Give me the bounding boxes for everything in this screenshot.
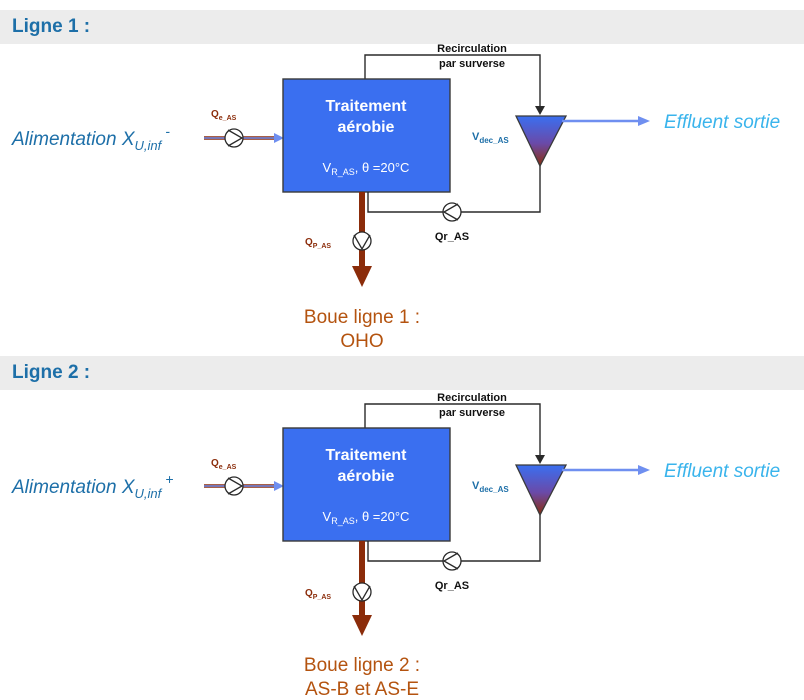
line1-reactor-title-1: Traitement <box>326 98 408 115</box>
line1-effluent-arrowhead <box>638 116 650 126</box>
line2-reactor-params: VR_AS, θ =20°C <box>323 509 410 526</box>
line1-boue-label-1: Boue ligne 1 : <box>304 307 420 328</box>
line1-effluent-label: Effluent sortie <box>664 112 780 133</box>
line2-recirc-label-1: Recirculation <box>437 392 507 404</box>
line1-qe-label: Qe_AS <box>211 109 237 122</box>
line2-feed-label: Alimentation XU,inf+ <box>11 471 173 501</box>
line2-effluent-label: Effluent sortie <box>664 461 780 482</box>
line2-boue-label-2: AS-B et AS-E <box>305 679 419 700</box>
line1-qr-label: Qr_AS <box>435 231 469 243</box>
line1-vdec-label: Vdec_AS <box>472 131 509 145</box>
line1-boue-label-2: OHO <box>340 331 383 352</box>
line2-reactor-title-2: aérobie <box>338 468 395 485</box>
line1-header: Ligne 1 : <box>12 16 91 37</box>
line2-header-bar: Ligne 2 : <box>0 356 804 390</box>
line2-qr-label: Qr_AS <box>435 580 469 592</box>
line2-reactor-title-1: Traitement <box>326 447 408 464</box>
line2-purge-arrowhead <box>352 615 372 636</box>
line1-feed-pump-icon <box>224 128 244 148</box>
line2-header: Ligne 2 : <box>12 362 91 383</box>
line1-return-pump-icon <box>442 202 462 222</box>
line1-recirc-arrowhead <box>535 106 545 115</box>
line1-feed-arrowhead <box>274 133 284 143</box>
line1-feed-label: Alimentation XU,inf- <box>11 123 170 153</box>
line2-recirc-overflow-line <box>364 403 541 458</box>
line2-qp-label: QP_AS <box>305 588 331 601</box>
line2-vdec-label: Vdec_AS <box>472 480 509 494</box>
line2-qe-label: Qe_AS <box>211 458 237 471</box>
line2-settler-cone <box>514 464 568 517</box>
line1-reactor <box>282 78 451 193</box>
line1-recirc-label-1: Recirculation <box>437 43 507 55</box>
line1-diagram: Recirculation par surverse Alimentation … <box>11 43 780 352</box>
line1-recirc-label-2: par surverse <box>439 58 505 70</box>
line2-recirc-label-2: par surverse <box>439 407 505 419</box>
line2-reactor <box>282 427 451 542</box>
line1-recirc-overflow-line <box>364 54 541 109</box>
line1-purge-pump-icon <box>352 231 372 251</box>
line2-feed-pump-icon <box>224 476 244 496</box>
line2-return-pump-icon <box>442 551 462 571</box>
line1-purge-arrowhead <box>352 266 372 287</box>
line2-diagram: Recirculation par surverse Alimentation … <box>11 392 780 700</box>
line2-boue-label-1: Boue ligne 2 : <box>304 655 420 676</box>
line2-purge-pump-icon <box>352 582 372 602</box>
line1-reactor-title-2: aérobie <box>338 119 395 136</box>
line2-feed-arrowhead <box>274 481 284 491</box>
line2-effluent-arrowhead <box>638 465 650 475</box>
line1-settler-cone <box>514 115 568 168</box>
line1-reactor-params: VR_AS, θ =20°C <box>323 160 410 177</box>
line1-qp-label: QP_AS <box>305 237 331 250</box>
line1-header-bar: Ligne 1 : <box>0 10 804 44</box>
line2-recirc-arrowhead <box>535 455 545 464</box>
